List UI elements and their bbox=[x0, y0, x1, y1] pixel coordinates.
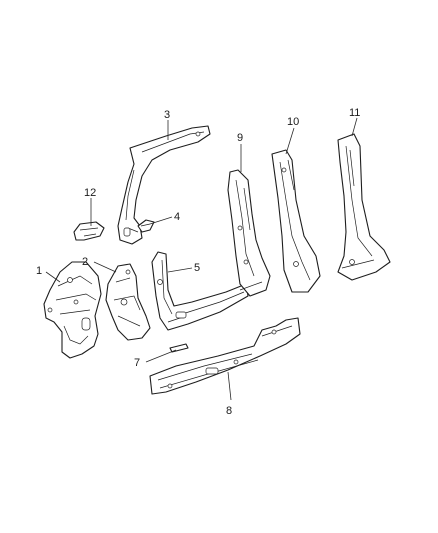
part-2-pillar-reinforcement[interactable] bbox=[105, 263, 151, 341]
callout-5: 5 bbox=[194, 262, 200, 274]
leader-8 bbox=[227, 371, 232, 401]
callout-9: 9 bbox=[237, 132, 243, 144]
leader-2 bbox=[93, 261, 117, 273]
callout-8: 8 bbox=[226, 405, 232, 417]
callout-4: 4 bbox=[174, 211, 180, 223]
leader-lines bbox=[45, 117, 358, 401]
part-11-rear-pillar[interactable] bbox=[337, 133, 391, 281]
part-8-sill-panel[interactable] bbox=[149, 317, 301, 395]
part-12-bracket[interactable] bbox=[73, 221, 105, 241]
callout-labels: 1 2 3 4 5 7 8 9 10 11 12 bbox=[36, 107, 360, 417]
callout-3: 3 bbox=[164, 109, 170, 121]
leader-1 bbox=[45, 271, 61, 283]
part-1-hinge-pillar[interactable] bbox=[43, 261, 102, 359]
part-7-clip[interactable] bbox=[169, 343, 189, 353]
part-10-b-pillar-outer[interactable] bbox=[271, 149, 321, 293]
callout-11: 11 bbox=[349, 107, 360, 119]
callout-2: 2 bbox=[82, 256, 88, 268]
leader-11 bbox=[351, 117, 358, 137]
part-3-a-pillar-upper[interactable] bbox=[117, 125, 211, 245]
leader-5 bbox=[167, 267, 193, 273]
callout-1: 1 bbox=[36, 265, 42, 277]
part-9-b-pillar-reinforcement[interactable] bbox=[227, 169, 271, 297]
leader-4 bbox=[149, 216, 173, 225]
callout-10: 10 bbox=[287, 116, 299, 128]
part-4-bracket[interactable] bbox=[137, 219, 155, 233]
leader-7 bbox=[145, 349, 177, 363]
callout-7: 7 bbox=[134, 357, 140, 369]
leader-10 bbox=[285, 127, 295, 155]
callout-12: 12 bbox=[84, 187, 96, 199]
